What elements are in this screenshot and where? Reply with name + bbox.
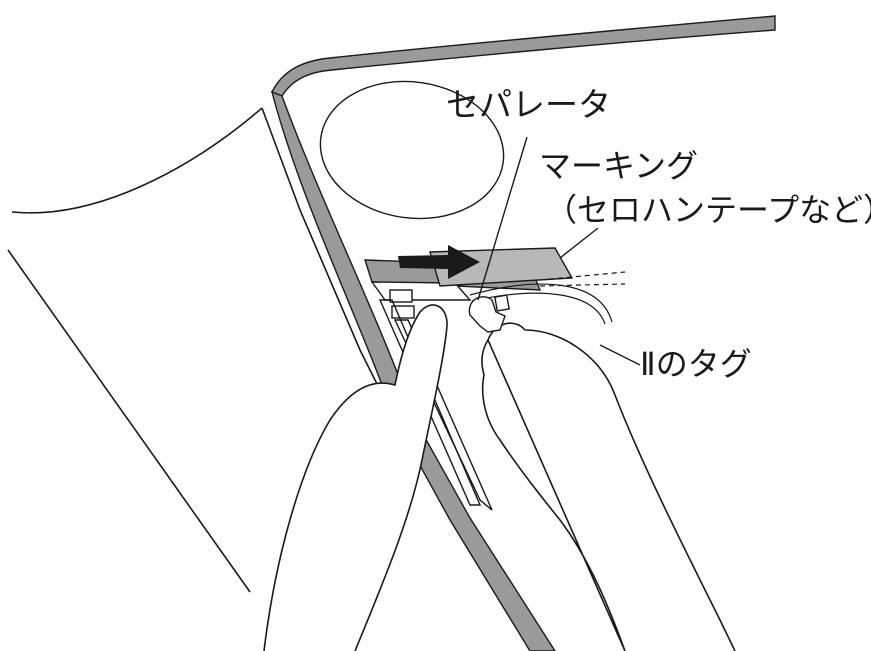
valve-ellipse xyxy=(319,80,505,220)
left-hand xyxy=(263,304,448,651)
boat-rim xyxy=(270,15,776,651)
marking-sublabel: （セロハンテープなど） xyxy=(545,191,871,229)
leader-lines xyxy=(477,136,641,366)
tag-label: Ⅱのタグ xyxy=(640,345,752,383)
tag-piece xyxy=(468,294,510,333)
direction-arrow xyxy=(398,245,480,279)
right-hand xyxy=(481,322,736,651)
separator-label: セパレータ xyxy=(446,85,611,124)
marking-label: マーキング xyxy=(539,147,699,185)
